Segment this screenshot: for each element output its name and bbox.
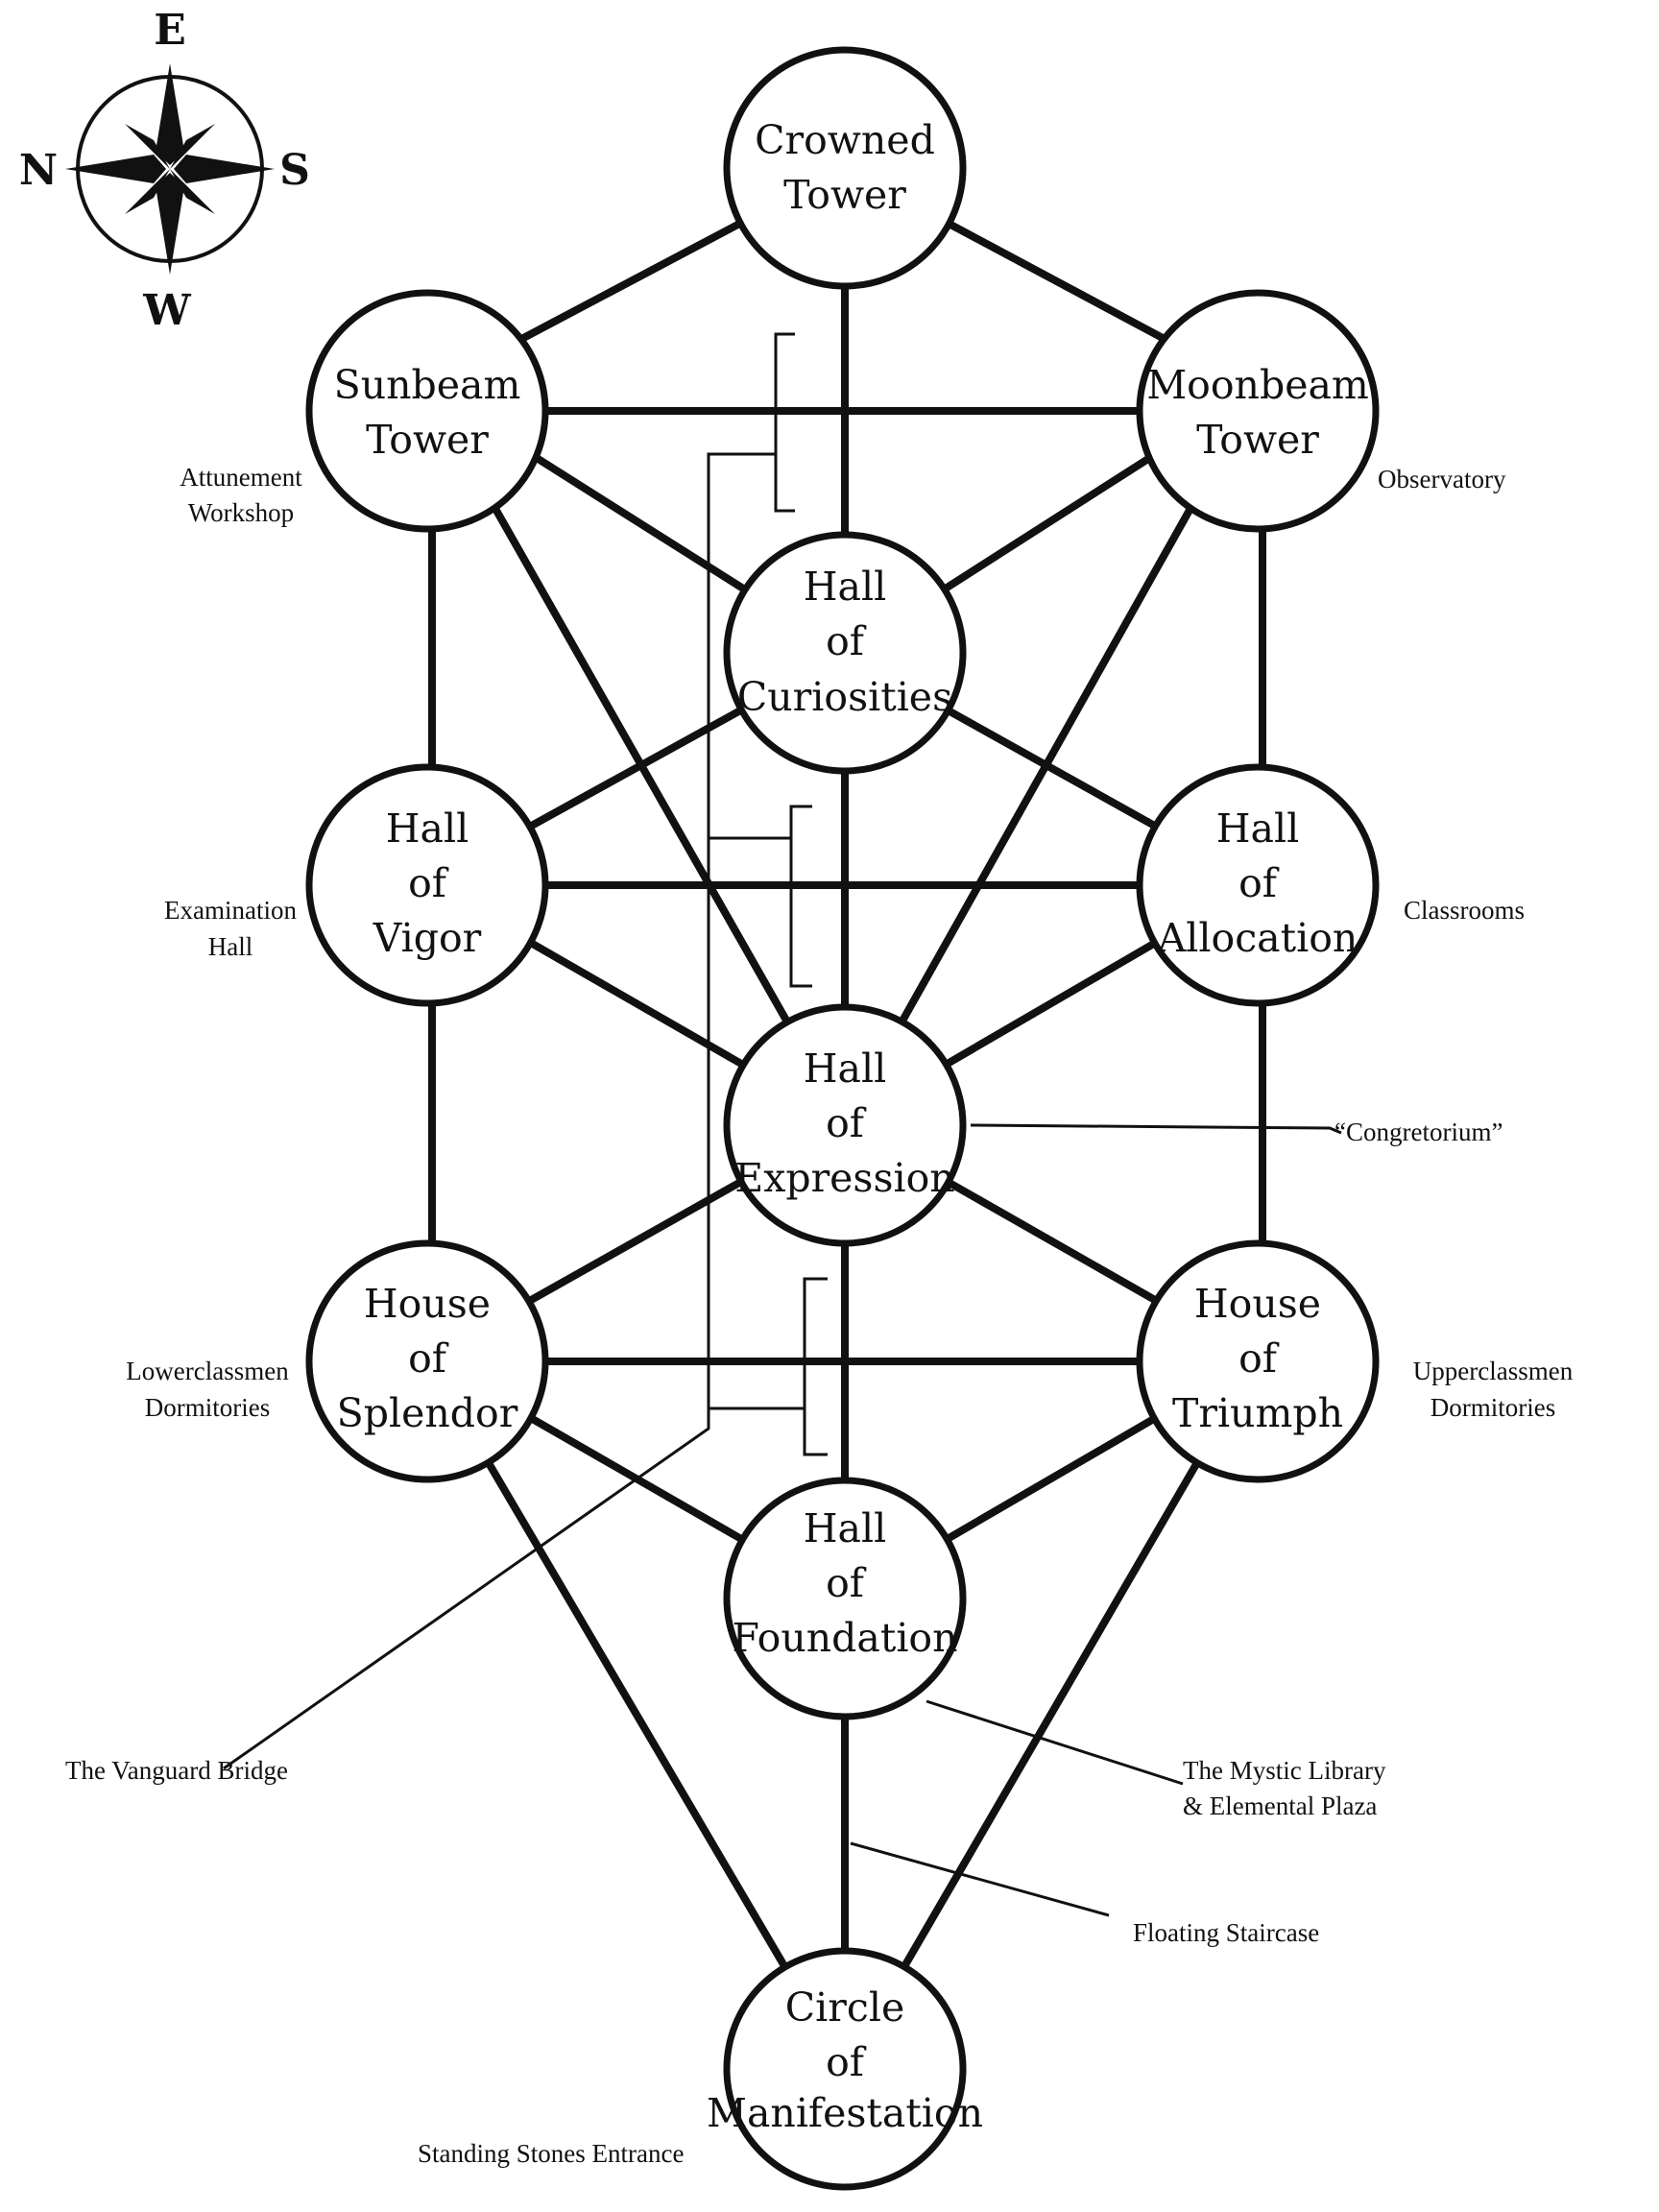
node-crowned-tower: Crowned Tower (723, 46, 967, 290)
compass-left-letter: N (19, 146, 58, 195)
annotation-line: Upperclassmen (1413, 1357, 1574, 1385)
node-label-line: of (826, 618, 867, 664)
annotation-standing-stones-entrance: Standing Stones Entrance (418, 2139, 684, 2168)
node-label-line: of (826, 1100, 867, 1146)
node-circle (305, 289, 549, 533)
annotation-line: Attunement (180, 463, 302, 492)
annotation-line: Examination (164, 896, 297, 925)
congretorium-leader (970, 1123, 1342, 1135)
node-label-line: Tower (783, 172, 906, 218)
node-circle (723, 1003, 967, 1247)
node-label-line: Foundation (732, 1615, 957, 1661)
node-circle (305, 1239, 549, 1483)
node-label-line: of (1238, 1335, 1280, 1382)
node-label-line: Allocation (1157, 915, 1358, 961)
node-label-line: Hall (804, 564, 886, 610)
annotation-line: Floating Staircase (1133, 1918, 1319, 1947)
annotation-classrooms: Classrooms (1404, 896, 1525, 925)
node-house-of-triumph: House of Triumph (1136, 1239, 1380, 1483)
bracket-lower (803, 1277, 828, 1456)
brackets (774, 332, 828, 1456)
node-label-line: Splendor (337, 1390, 518, 1436)
annotation-mystic-library: The Mystic Library & Elemental Plaza (1183, 1756, 1386, 1820)
node-label-line: of (1238, 860, 1280, 906)
node-label-line: House (364, 1281, 491, 1327)
node-label-line: Crowned (755, 117, 935, 163)
node-label-line: Vigor (373, 915, 482, 961)
node-circle (723, 1947, 967, 2191)
annotation-congretorium: “Congretorium” (1334, 1118, 1503, 1146)
path-moonbeam-expression (841, 387, 1262, 1125)
annotation-line: The Vanguard Bridge (65, 1756, 288, 1785)
node-moonbeam-tower: Moonbeam Tower (1136, 289, 1380, 533)
node-label-line: Moonbeam (1146, 362, 1369, 408)
annotation-line: Standing Stones Entrance (418, 2139, 684, 2168)
annotation-attunement-workshop: Attunement Workshop (180, 463, 302, 527)
node-hall-of-foundation: Hall of Foundation (723, 1477, 967, 1720)
node-label-line: Curiosities (737, 674, 952, 720)
node-circle (305, 763, 549, 1007)
vanguard-bridge-leader (223, 452, 776, 1770)
annotation-line: Dormitories (145, 1393, 270, 1422)
bracket-upper (774, 332, 795, 513)
annotation-vanguard-bridge: The Vanguard Bridge (65, 1756, 288, 1785)
node-hall-of-curiosities: Hall of Curiosities (723, 531, 967, 775)
node-label-line: Sunbeam (334, 362, 521, 408)
node-circle (723, 1477, 967, 1720)
node-label-line: Hall (804, 1505, 886, 1551)
node-label-line: Hall (386, 805, 469, 852)
node-circle (1136, 1239, 1380, 1483)
node-circle (1136, 289, 1380, 533)
node-label-line: Expression (734, 1155, 954, 1201)
node-label-line: Hall (1216, 805, 1299, 852)
node-label-line: House (1194, 1281, 1321, 1327)
node-sunbeam-tower: Sunbeam Tower (305, 289, 549, 533)
node-circle (723, 46, 967, 290)
node-label-line: of (408, 860, 449, 906)
compass-bottom-letter: W (142, 286, 191, 335)
path-splendor-manifestation (423, 1356, 849, 2072)
node-label-line: Circle (785, 1984, 904, 2031)
annotation-line: The Mystic Library (1183, 1756, 1386, 1785)
path-triumph-manifestation (841, 1356, 1262, 2072)
annotation-examination-hall: Examination Hall (164, 896, 297, 961)
annotation-line: Hall (208, 932, 253, 961)
annotation-floating-staircase: Floating Staircase (1133, 1918, 1319, 1947)
floating-staircase-leader (850, 1841, 1110, 1917)
node-label-line: Tower (1196, 417, 1319, 463)
bracket-middle (789, 805, 812, 988)
node-circle-of-manifestation: Circle of Manifestation (707, 1947, 983, 2191)
annotation-line: Lowerclassmen (126, 1357, 289, 1385)
node-circle (1136, 763, 1380, 1007)
node-hall-of-expression: Hall of Expression (723, 1003, 967, 1247)
node-label-line: of (826, 2039, 867, 2085)
compass-right-letter: S (279, 146, 310, 195)
node-label-line: Hall (804, 1046, 886, 1092)
annotation-line: Dormitories (1431, 1393, 1555, 1422)
annotation-line: “Congretorium” (1334, 1118, 1503, 1146)
annotation-observatory: Observatory (1378, 465, 1506, 493)
node-label-line: Tower (366, 417, 489, 463)
node-hall-of-vigor: Hall of Vigor (305, 763, 549, 1007)
annotation-line: Workshop (188, 498, 294, 527)
path-sunbeam-expression (423, 387, 849, 1125)
compass-top-letter: E (154, 6, 186, 55)
annotation-lowerclassmen-dormitories: Lowerclassmen Dormitories (126, 1357, 289, 1422)
node-circle (723, 531, 967, 775)
annotation-line: Observatory (1378, 465, 1506, 493)
node-label-line: of (826, 1560, 867, 1606)
annotation-line: & Elemental Plaza (1183, 1791, 1377, 1820)
node-house-of-splendor: House of Splendor (305, 1239, 549, 1483)
node-hall-of-allocation: Hall of Allocation (1136, 763, 1380, 1007)
compass-rose: E N S W (19, 6, 310, 335)
node-label-line: Triumph (1172, 1390, 1343, 1436)
mystic-library-leader (926, 1699, 1184, 1786)
node-label-line: Manifestation (707, 2090, 983, 2136)
compass-star-icon (65, 63, 275, 275)
annotation-line: Classrooms (1404, 896, 1525, 925)
node-label-line: of (408, 1335, 449, 1382)
annotation-upperclassmen-dormitories: Upperclassmen Dormitories (1413, 1357, 1574, 1422)
